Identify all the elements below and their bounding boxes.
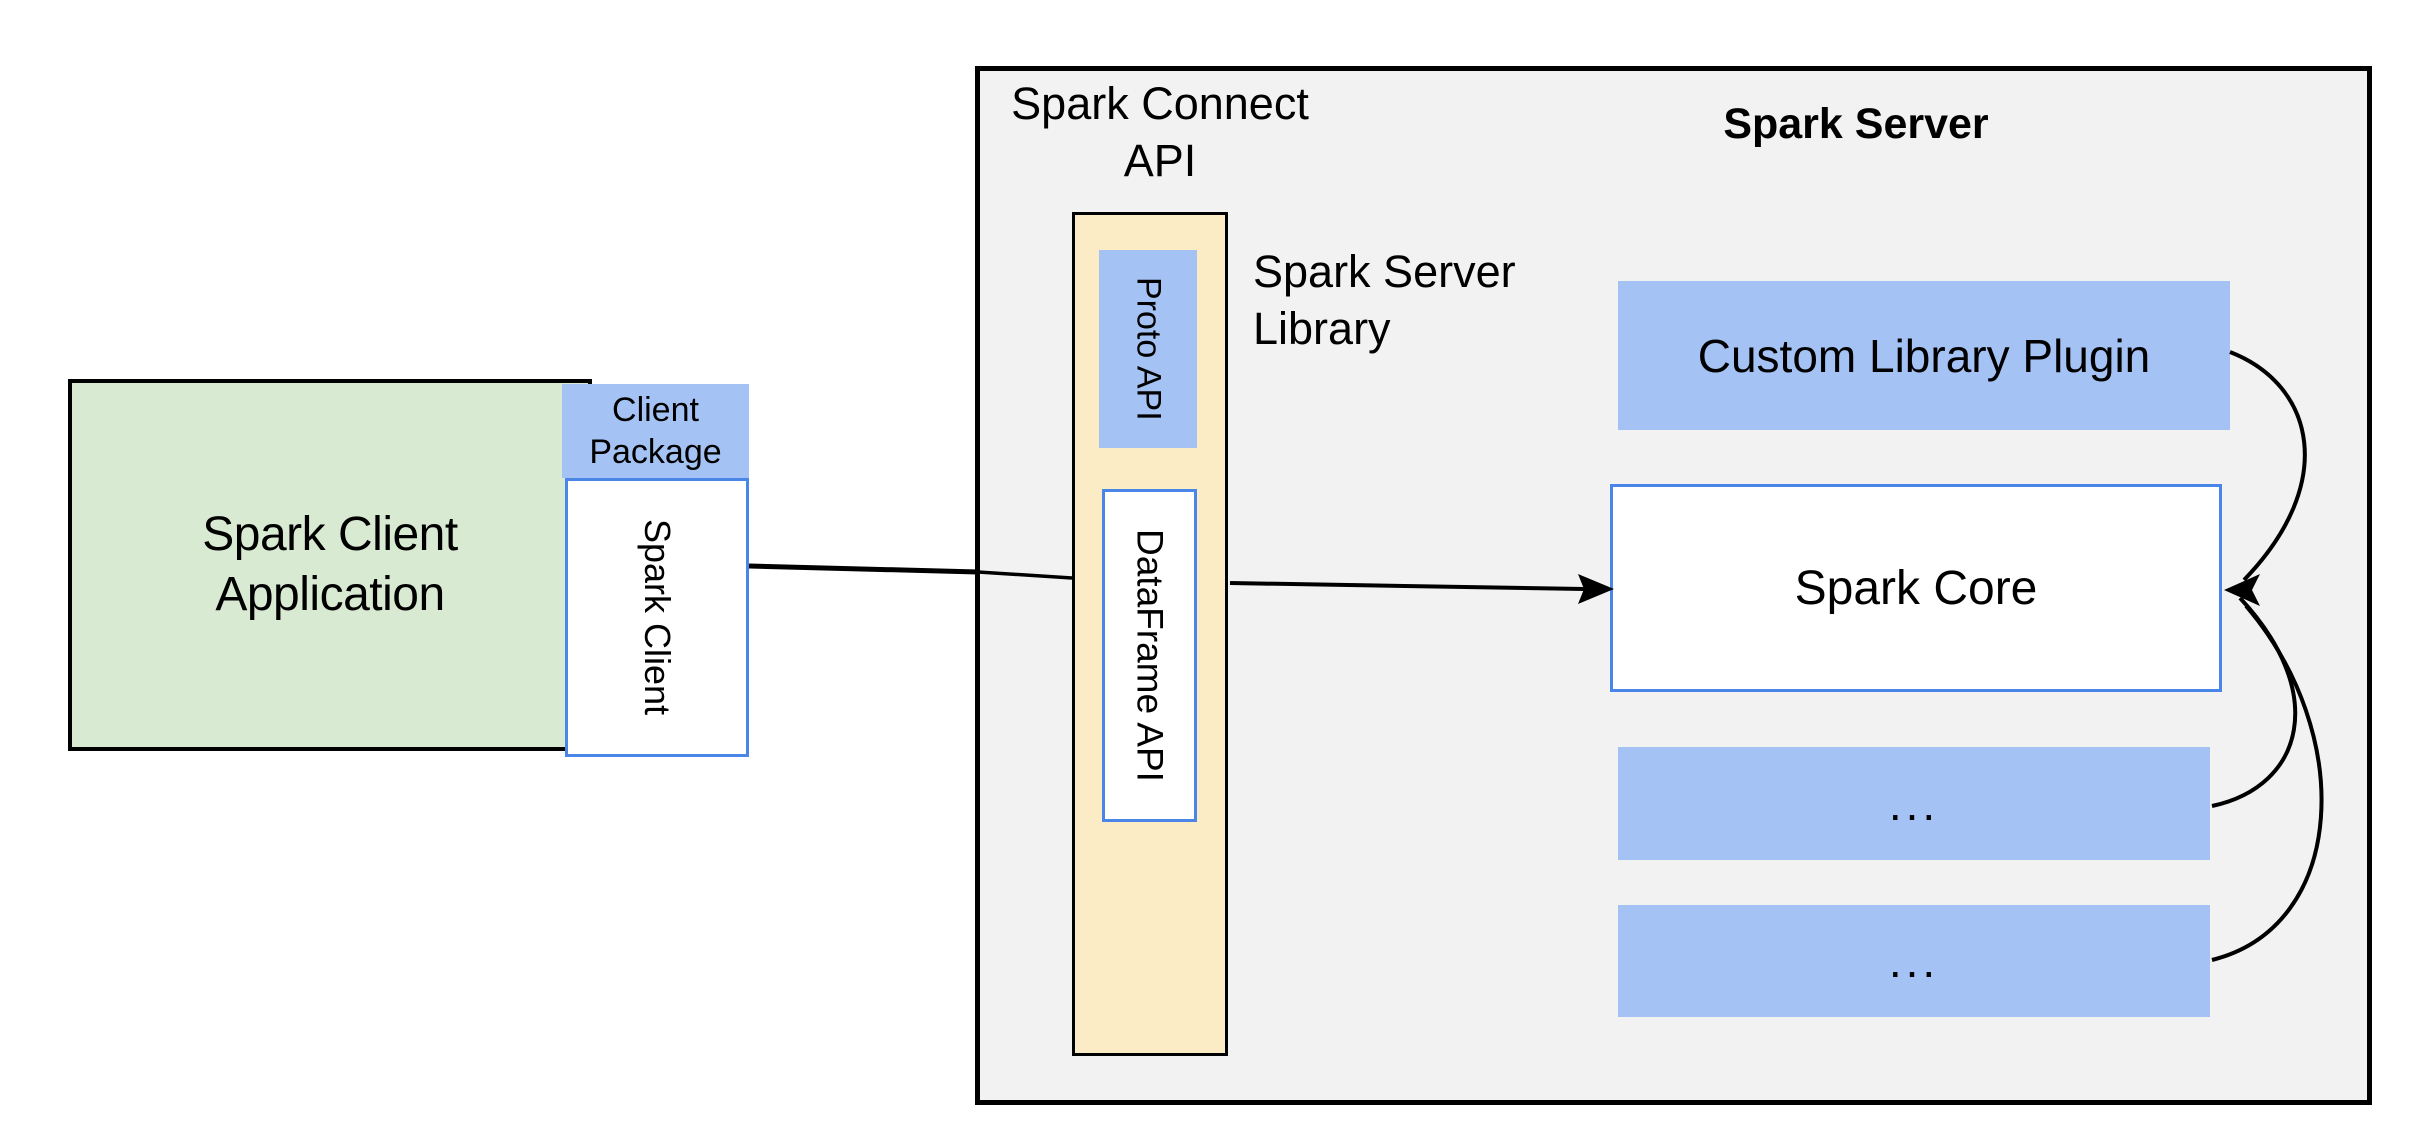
spark-core-label: Spark Core — [1794, 561, 2038, 615]
extension-box-1: ... — [1618, 747, 2210, 860]
dataframe-api-label: DataFrame API — [1129, 529, 1171, 782]
spark-server-library-label: Spark Server Library — [1253, 243, 1583, 357]
proto-api-box: Proto API — [1099, 250, 1197, 448]
custom-library-plugin-box: Custom Library Plugin — [1618, 281, 2230, 430]
spark-connect-api-label-line1: Spark Connect — [1011, 78, 1309, 129]
extension-box-2: ... — [1618, 905, 2210, 1017]
spark-client-application-label-line1: Spark Client — [202, 508, 458, 561]
spark-client-application-box — [68, 379, 592, 751]
client-package-label-line1: Client — [612, 391, 699, 429]
extension-box-2-label: ... — [1888, 935, 1940, 987]
spark-core-box: Spark Core — [1610, 484, 2222, 692]
spark-connect-api-label-line2: API — [1123, 135, 1197, 186]
client-package-box: Client Package — [562, 384, 749, 478]
spark-server-library-label-line2: Library — [1253, 303, 1391, 354]
spark-server-library-label-line1: Spark Server — [1253, 246, 1516, 297]
spark-client-application-label: Spark Client Application — [68, 505, 592, 625]
spark-server-title: Spark Server — [1723, 100, 1989, 148]
spark-connect-api-label: Spark Connect API — [1000, 75, 1320, 189]
client-package-label-line2: Package — [589, 433, 722, 471]
spark-client-application-label-line2: Application — [215, 568, 445, 621]
dataframe-api-box: DataFrame API — [1102, 489, 1197, 822]
proto-api-label: Proto API — [1129, 277, 1168, 421]
custom-library-plugin-label: Custom Library Plugin — [1697, 329, 2151, 382]
client-to-server-line-icon — [748, 563, 979, 575]
spark-client-label: Spark Client — [637, 519, 678, 716]
extension-box-1-label: ... — [1888, 777, 1940, 830]
spark-client-box: Spark Client — [565, 478, 749, 757]
